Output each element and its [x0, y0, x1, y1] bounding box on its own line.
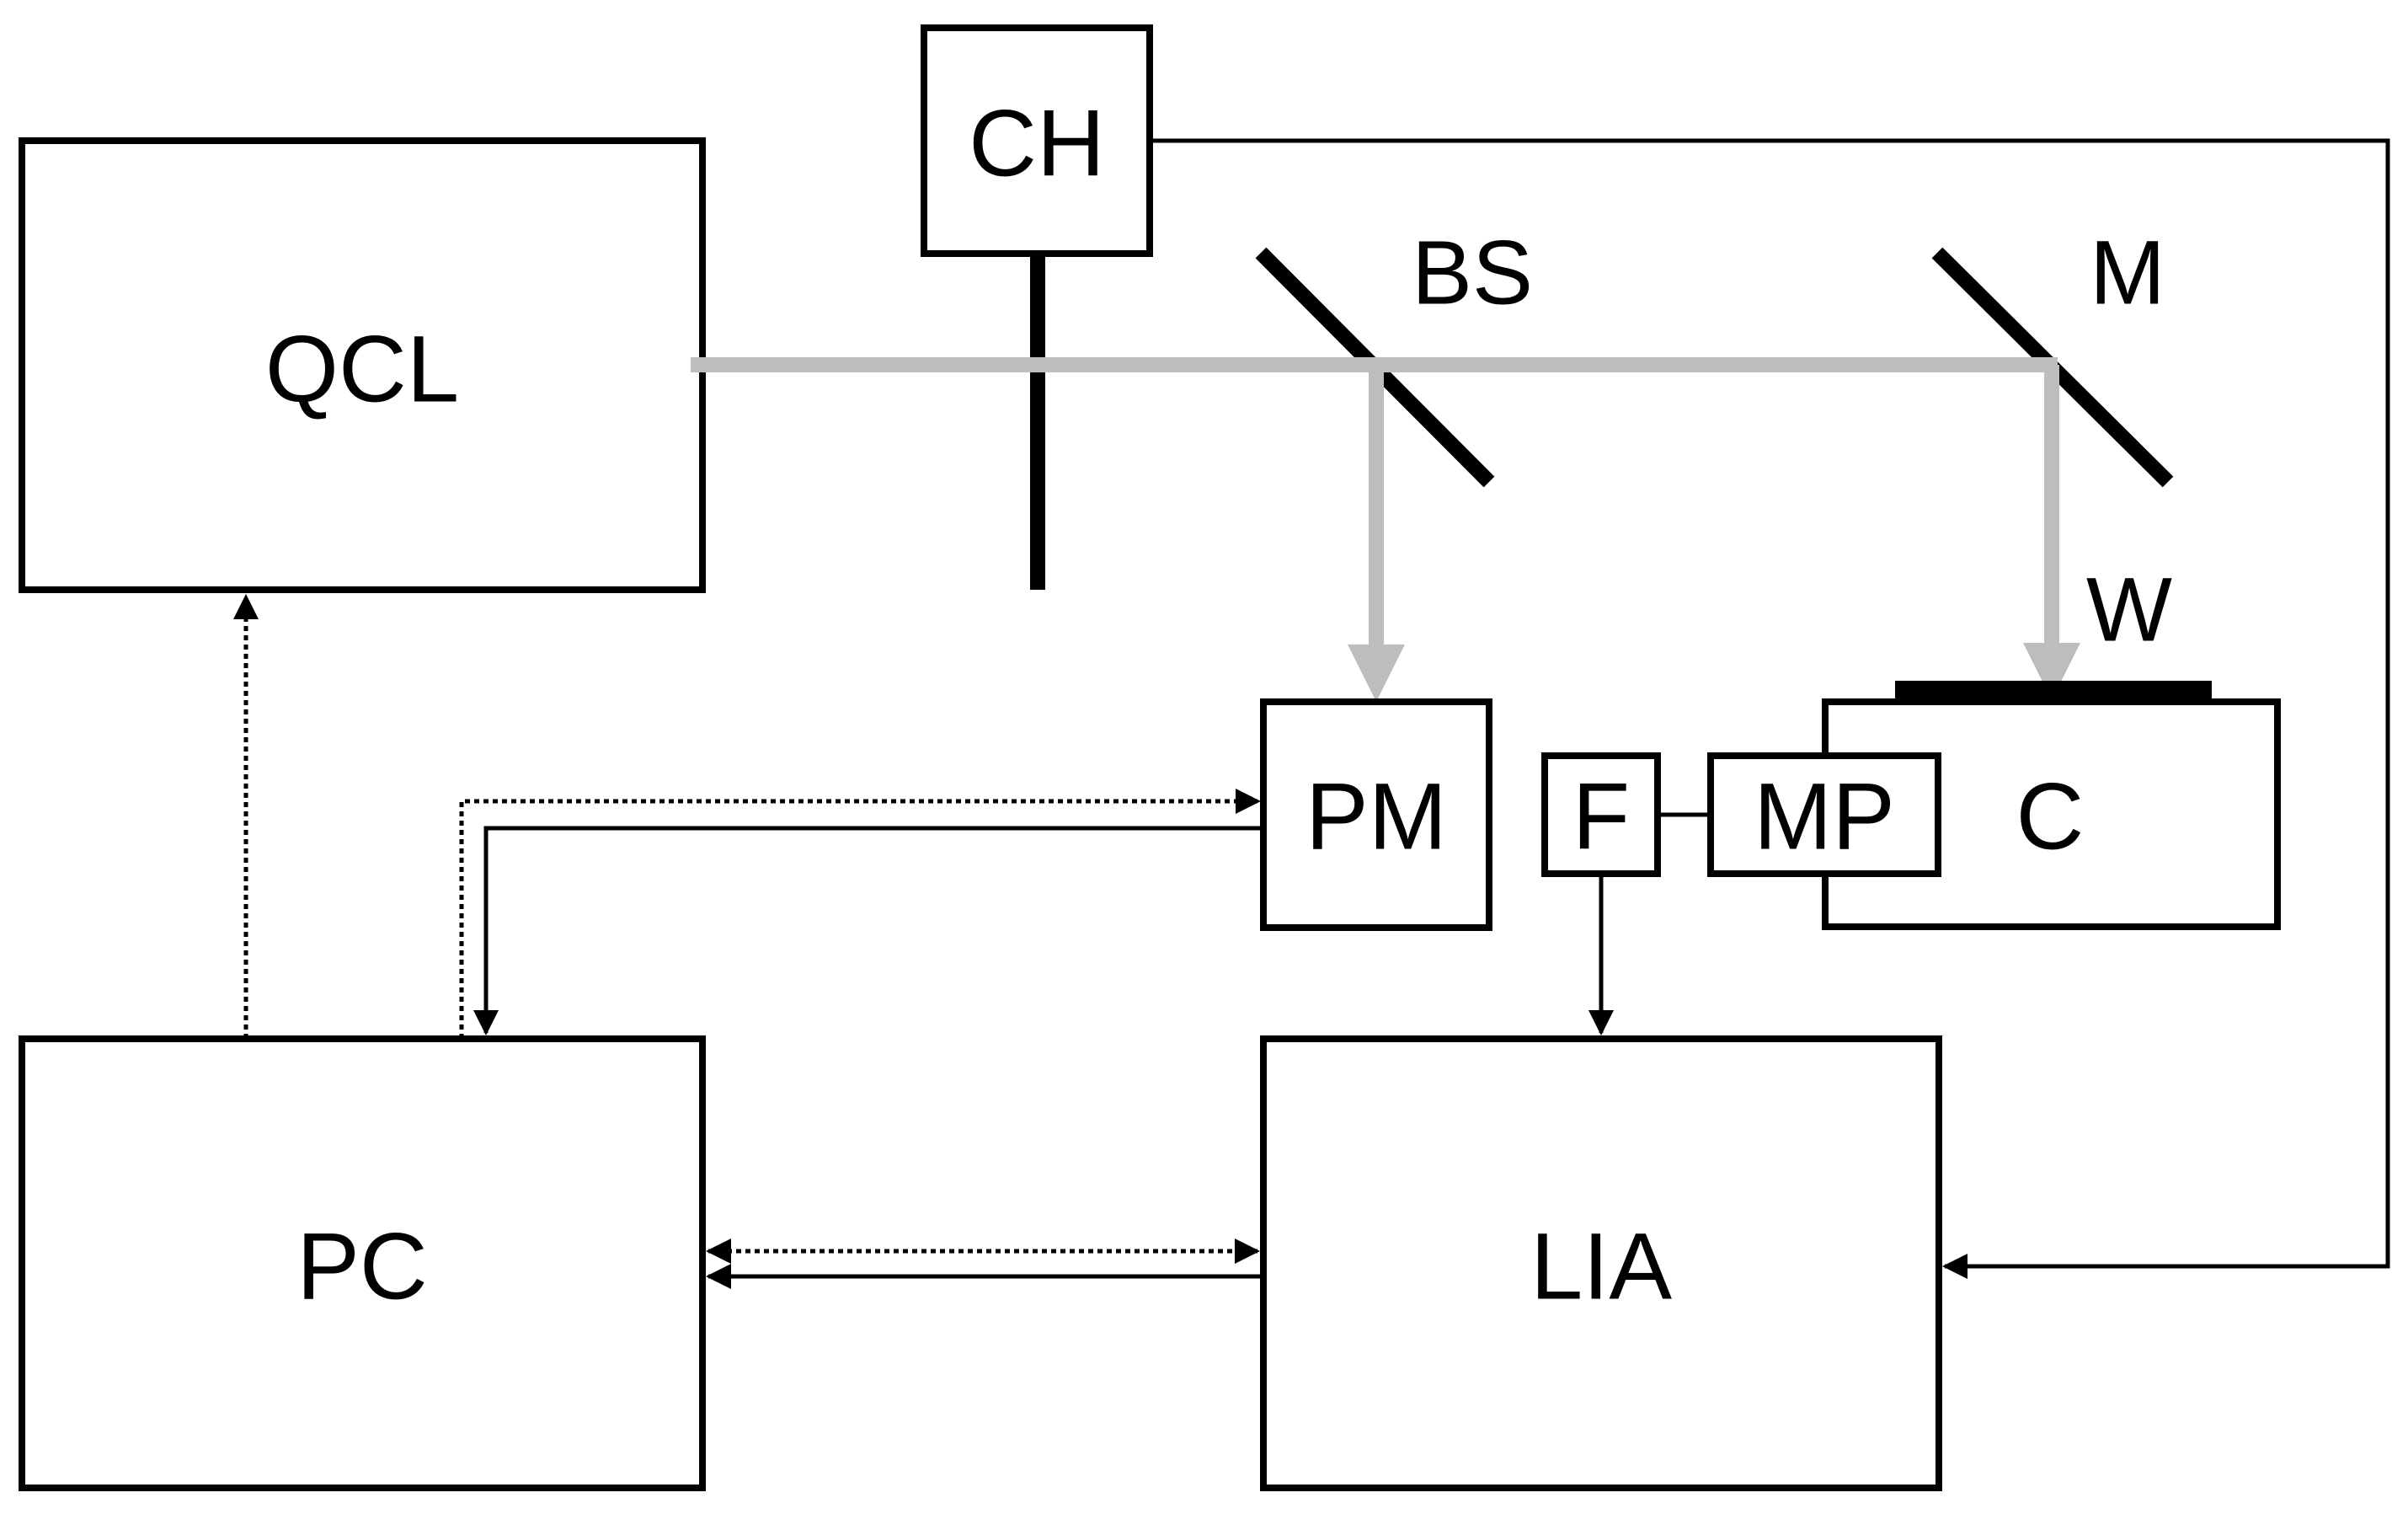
- microphone-box: MP: [1707, 752, 1941, 877]
- lia-box: LIA: [1260, 1035, 1942, 1491]
- beam-to-cell-arrowhead: [2023, 643, 2080, 700]
- window-label: W: [2086, 559, 2172, 661]
- laser-beam: [691, 357, 2080, 702]
- pc-to-pm-control: [459, 789, 1261, 1039]
- filter-label: F: [1572, 764, 1630, 869]
- filter-box: F: [1541, 752, 1711, 877]
- window-element: [1895, 681, 2212, 701]
- chopper: CH: [921, 24, 1153, 590]
- microphone-label: MP: [1754, 764, 1895, 869]
- beam-splitter-label: BS: [1412, 222, 1533, 324]
- pc-box: PC: [19, 1035, 706, 1491]
- power-meter-label: PM: [1305, 764, 1447, 869]
- pm-to-pc-signal: [473, 826, 1263, 1035]
- beam-splitter: BS: [1255, 222, 1533, 488]
- connections: [233, 138, 2390, 1289]
- mirror-label: M: [2090, 222, 2165, 324]
- window: W: [1895, 559, 2212, 701]
- cell-label: C: [2016, 764, 2085, 869]
- pc-label: PC: [296, 1214, 428, 1319]
- beam-to-pm-arrowhead: [1348, 645, 1405, 702]
- chopper-label: CH: [969, 91, 1105, 196]
- chopper-to-lia-reference: [1150, 138, 2390, 1279]
- qcl-label: QCL: [265, 317, 459, 422]
- qcl-box: QCL: [19, 137, 706, 593]
- lia-label: LIA: [1530, 1214, 1672, 1319]
- power-meter-box: PM: [1260, 698, 1492, 931]
